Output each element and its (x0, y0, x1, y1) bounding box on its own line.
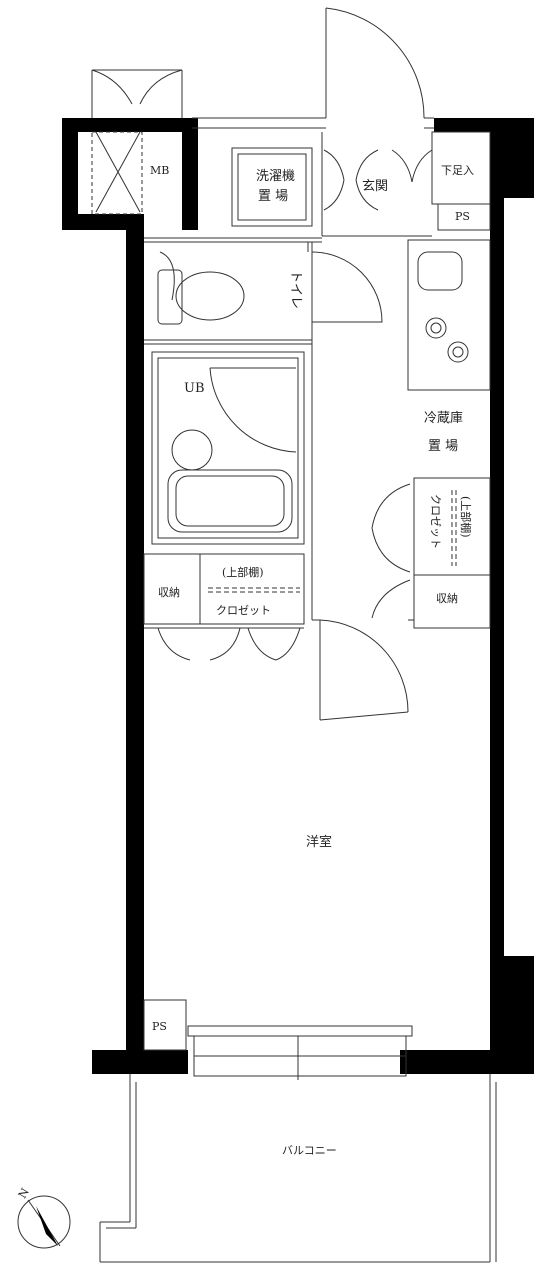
washer-place-label: 置 場 (258, 189, 288, 204)
ps-bottom-label: PS (152, 1020, 167, 1033)
doors (91, 7, 433, 721)
mb-label: MB (150, 164, 169, 177)
interior-walls (99, 117, 497, 1263)
storage-right-label: 収納 (436, 592, 458, 605)
closet-right-label: クロゼット (429, 494, 442, 549)
shoe-box-label: 下足入 (441, 164, 474, 177)
entrance-label: 玄関 (362, 179, 388, 194)
compass-icon: N (16, 1186, 71, 1249)
upper-shelf-left-label: (上部棚) (222, 565, 264, 579)
compass-north-label: N (16, 1186, 32, 1201)
storage-left-label: 収納 (158, 586, 180, 599)
washer-label: 洗濯機 (256, 169, 295, 184)
closet-left-label: クロゼット (216, 604, 271, 617)
ub-label: UB (184, 381, 205, 396)
toilet-label: トイレ (288, 270, 303, 309)
fridge-label: 冷蔵庫 (424, 411, 463, 426)
fridge-place-label: 置 場 (428, 439, 458, 454)
western-room-label: 洋室 (306, 834, 332, 850)
upper-shelf-right-label: (上部棚) (459, 496, 473, 538)
balcony-label: バルコニー (282, 1144, 337, 1157)
ps-top-label: PS (455, 210, 470, 223)
exterior-walls (62, 118, 534, 1074)
toilet-fixture (157, 251, 245, 325)
